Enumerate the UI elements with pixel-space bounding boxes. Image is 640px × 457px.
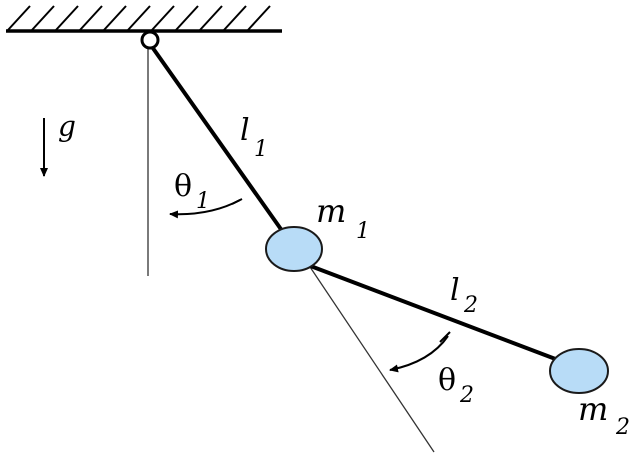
theta1-subscript: 1 bbox=[196, 189, 210, 214]
ceiling-hatching bbox=[7, 5, 271, 31]
theta2-subscript: 2 bbox=[459, 383, 474, 408]
length2-label: l bbox=[450, 273, 460, 308]
theta1-label: θ bbox=[174, 169, 192, 204]
length1-subscript: 1 bbox=[254, 137, 268, 162]
mass-2 bbox=[549, 348, 609, 394]
length1-label: l bbox=[240, 113, 250, 148]
mass2-label: m bbox=[578, 390, 608, 428]
theta1-arc-tail bbox=[231, 198, 243, 205]
theta2-arc-tail bbox=[439, 331, 451, 343]
mass-1 bbox=[265, 226, 323, 272]
pivot-joint bbox=[140, 30, 160, 50]
length2-subscript: 2 bbox=[463, 293, 478, 318]
mass2-subscript: 2 bbox=[615, 415, 630, 440]
rod1-extension-line bbox=[299, 251, 435, 453]
gravity-label: g bbox=[58, 110, 76, 143]
rod-1 bbox=[148, 42, 292, 244]
rod-2 bbox=[299, 260, 567, 365]
mass1-label: m bbox=[316, 192, 346, 230]
mass1-subscript: 1 bbox=[356, 219, 370, 244]
theta2-angle-arc bbox=[389, 335, 449, 373]
theta2-label: θ bbox=[438, 363, 456, 398]
